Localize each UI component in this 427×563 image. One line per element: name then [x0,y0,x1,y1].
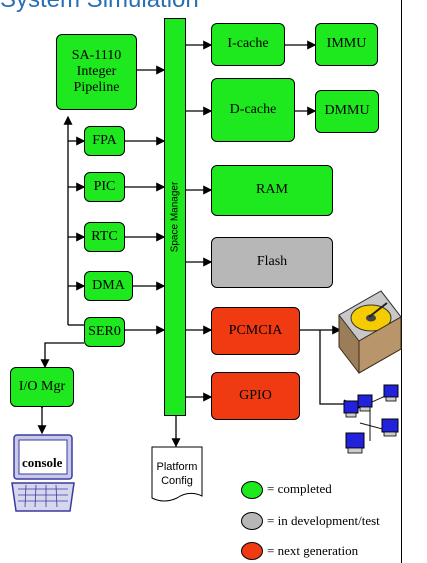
diagram-title: System Simulation [0,0,199,14]
icache-block: I-cache [211,23,285,66]
pic-label: PIC [93,178,116,194]
network-icon [343,384,399,454]
dcache-label: D-cache [229,101,277,117]
io-mgr-label: I/O Mgr [18,378,66,394]
immu-label: IMMU [326,36,367,52]
ram-block: RAM [211,165,333,216]
rtc-label: RTC [91,228,118,244]
document-icon [151,446,203,502]
legend-in-development-dot [241,512,263,530]
space-manager-bus: Space Manager [164,18,186,416]
pcmcia-block: PCMCIA [211,307,300,355]
rtc-block: RTC [84,222,125,252]
dcache-block: D-cache [211,78,295,142]
pcmcia-label: PCMCIA [228,322,283,338]
platform-config-document: Platform Config [151,446,203,504]
hard-disk-icon [338,290,402,374]
legend-in-development-label: = in development/test [267,513,380,528]
platform-config-label: Platform Config [156,461,198,488]
pic-block: PIC [84,172,125,202]
fpa-label: FPA [92,132,117,148]
ser0-label: SER0 [88,323,121,339]
legend-next-generation-label: = next generation [267,543,359,558]
space-manager-label: Space Manager [169,181,181,253]
ser0-block: SER0 [84,317,125,347]
flash-block: Flash [211,237,333,288]
divider-line [401,0,402,563]
console-label: console [22,455,63,470]
ram-label: RAM [256,182,288,198]
icache-label: I-cache [227,36,269,52]
flash-label: Flash [256,254,288,270]
sa1110-pipeline-block: SA-1110 Integer Pipeline [56,34,137,110]
io-mgr-block: I/O Mgr [10,367,74,407]
immu-block: IMMU [315,23,378,66]
dmmu-block: DMMU [315,90,379,133]
sa1110-pipeline-label: SA-1110 Integer Pipeline [71,47,122,96]
legend-next-generation-dot [241,542,263,560]
legend-completed-dot [241,481,263,499]
fpa-block: FPA [84,126,125,156]
dmmu-label: DMMU [324,103,370,119]
laptop-icon [11,434,75,512]
legend-completed-label: = completed [267,481,332,496]
dma-block: DMA [84,271,133,301]
gpio-block: GPIO [211,372,300,420]
dma-label: DMA [92,277,125,293]
gpio-label: GPIO [239,387,272,403]
